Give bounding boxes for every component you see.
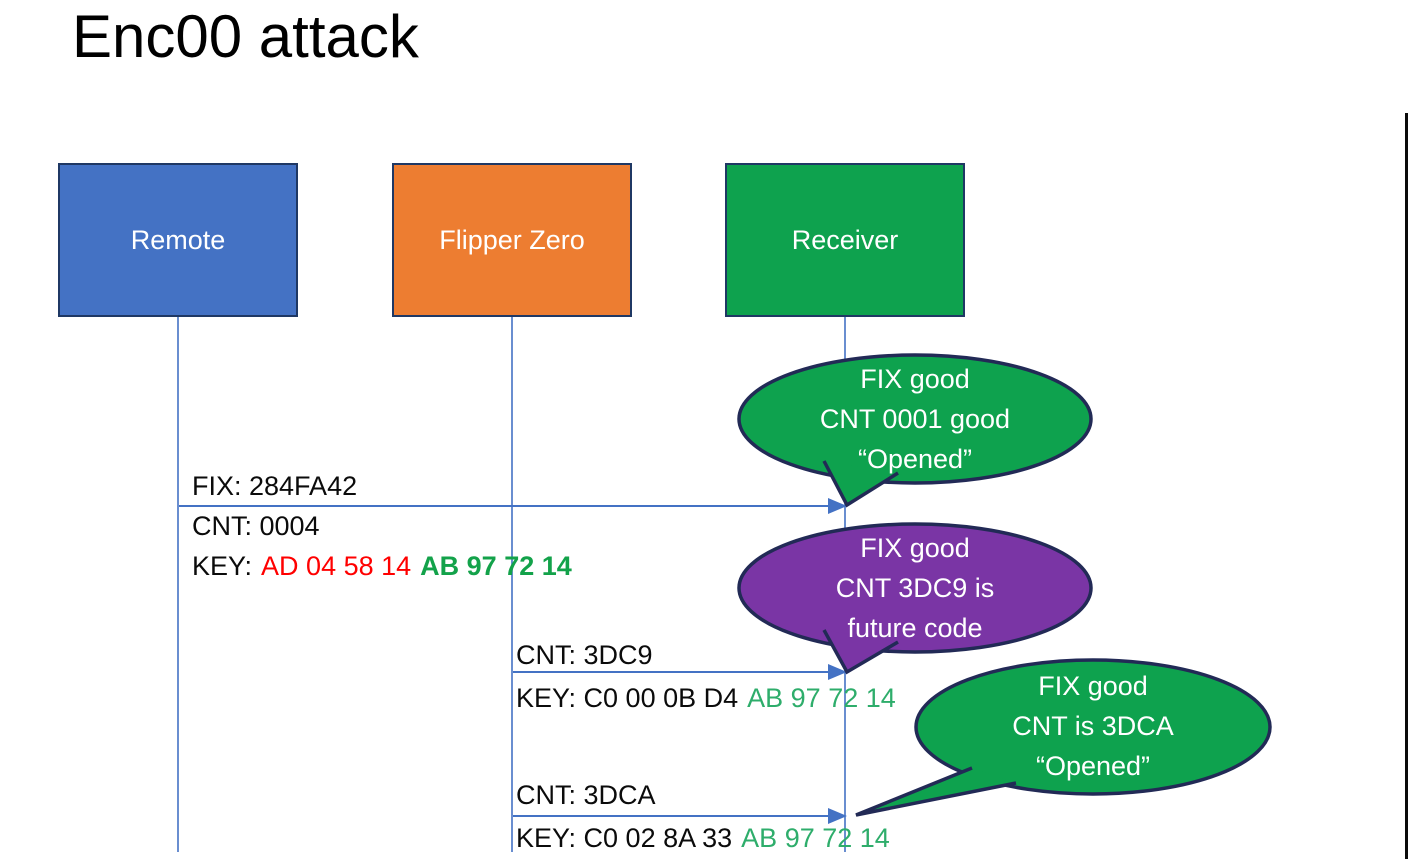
message-arrow-3-head-icon bbox=[828, 808, 847, 824]
actor-box-receiver: Receiver bbox=[725, 163, 965, 317]
speech-bubble-2-line-2: CNT 3DC9 is bbox=[835, 573, 995, 603]
message-arrow-1-head-icon bbox=[828, 498, 847, 514]
message-arrow-2-head-icon bbox=[828, 664, 847, 680]
speech-bubble-3-line-1: FIX good bbox=[1038, 671, 1148, 701]
actor-box-flipper-zero: Flipper Zero bbox=[392, 163, 632, 317]
message-3-key-label: KEY: C0 02 8A 33 AB 97 72 14 bbox=[516, 823, 890, 854]
message-1-key-changed-bytes: AD 04 58 14 bbox=[261, 551, 412, 581]
actor-label-flipper-zero: Flipper Zero bbox=[439, 224, 585, 255]
speech-bubble-1-text: FIX good CNT 0001 good “Opened” bbox=[743, 359, 1087, 479]
speech-bubble-3 bbox=[855, 658, 1272, 817]
actor-label-receiver: Receiver bbox=[791, 224, 899, 255]
slide-right-edge-line bbox=[1405, 113, 1408, 859]
speech-bubble-2 bbox=[737, 522, 1093, 675]
speech-bubble-2-tail bbox=[822, 629, 899, 675]
message-1-key-prefix: KEY: bbox=[192, 551, 253, 581]
actor-box-remote: Remote bbox=[58, 163, 298, 317]
speech-bubble-1-tail bbox=[822, 460, 899, 508]
speech-bubble-3-line-2: CNT is 3DCA bbox=[1012, 711, 1174, 741]
message-2-key-fixed-bytes: AB 97 72 14 bbox=[747, 683, 896, 713]
speech-bubble-3-line-3: “Opened” bbox=[1035, 751, 1151, 781]
message-3-key-prefix: KEY: C0 02 8A 33 bbox=[516, 823, 733, 853]
speech-bubble-2-text: FIX good CNT 3DC9 is future code bbox=[743, 528, 1087, 648]
message-1-cnt-label: CNT: 0004 bbox=[192, 511, 320, 541]
actor-label-remote: Remote bbox=[130, 224, 226, 255]
message-3-cnt-label: CNT: 3DCA bbox=[516, 780, 656, 810]
speech-bubble-3-body bbox=[914, 658, 1272, 796]
message-2-cnt-label: CNT: 3DC9 bbox=[516, 640, 653, 670]
message-2-key-label: KEY: C0 00 0B D4 AB 97 72 14 bbox=[516, 683, 896, 714]
speech-bubble-1-line-1: FIX good bbox=[860, 364, 970, 394]
message-3-key-fixed-bytes: AB 97 72 14 bbox=[741, 823, 890, 853]
speech-bubble-1-line-2: CNT 0001 good bbox=[819, 404, 1011, 434]
speech-bubble-1-body bbox=[737, 353, 1093, 485]
speech-bubble-2-line-3: future code bbox=[847, 613, 983, 643]
speech-bubble-2-line-1: FIX good bbox=[860, 533, 970, 563]
speech-bubble-2-body bbox=[737, 522, 1093, 654]
speech-bubble-1-line-3: “Opened” bbox=[857, 444, 973, 474]
speech-bubble-1 bbox=[737, 353, 1093, 508]
message-1-key-label: KEY: AD 04 58 14 AB 97 72 14 bbox=[192, 551, 572, 582]
page-title: Enc00 attack bbox=[72, 3, 419, 70]
speech-bubble-3-text: FIX good CNT is 3DCA “Opened” bbox=[921, 666, 1265, 786]
message-1-key-fixed-bytes: AB 97 72 14 bbox=[420, 551, 572, 581]
message-2-key-prefix: KEY: C0 00 0B D4 bbox=[516, 683, 739, 713]
speech-bubble-3-tail bbox=[855, 766, 1017, 817]
message-1-fix-label: FIX: 284FA42 bbox=[192, 471, 358, 501]
